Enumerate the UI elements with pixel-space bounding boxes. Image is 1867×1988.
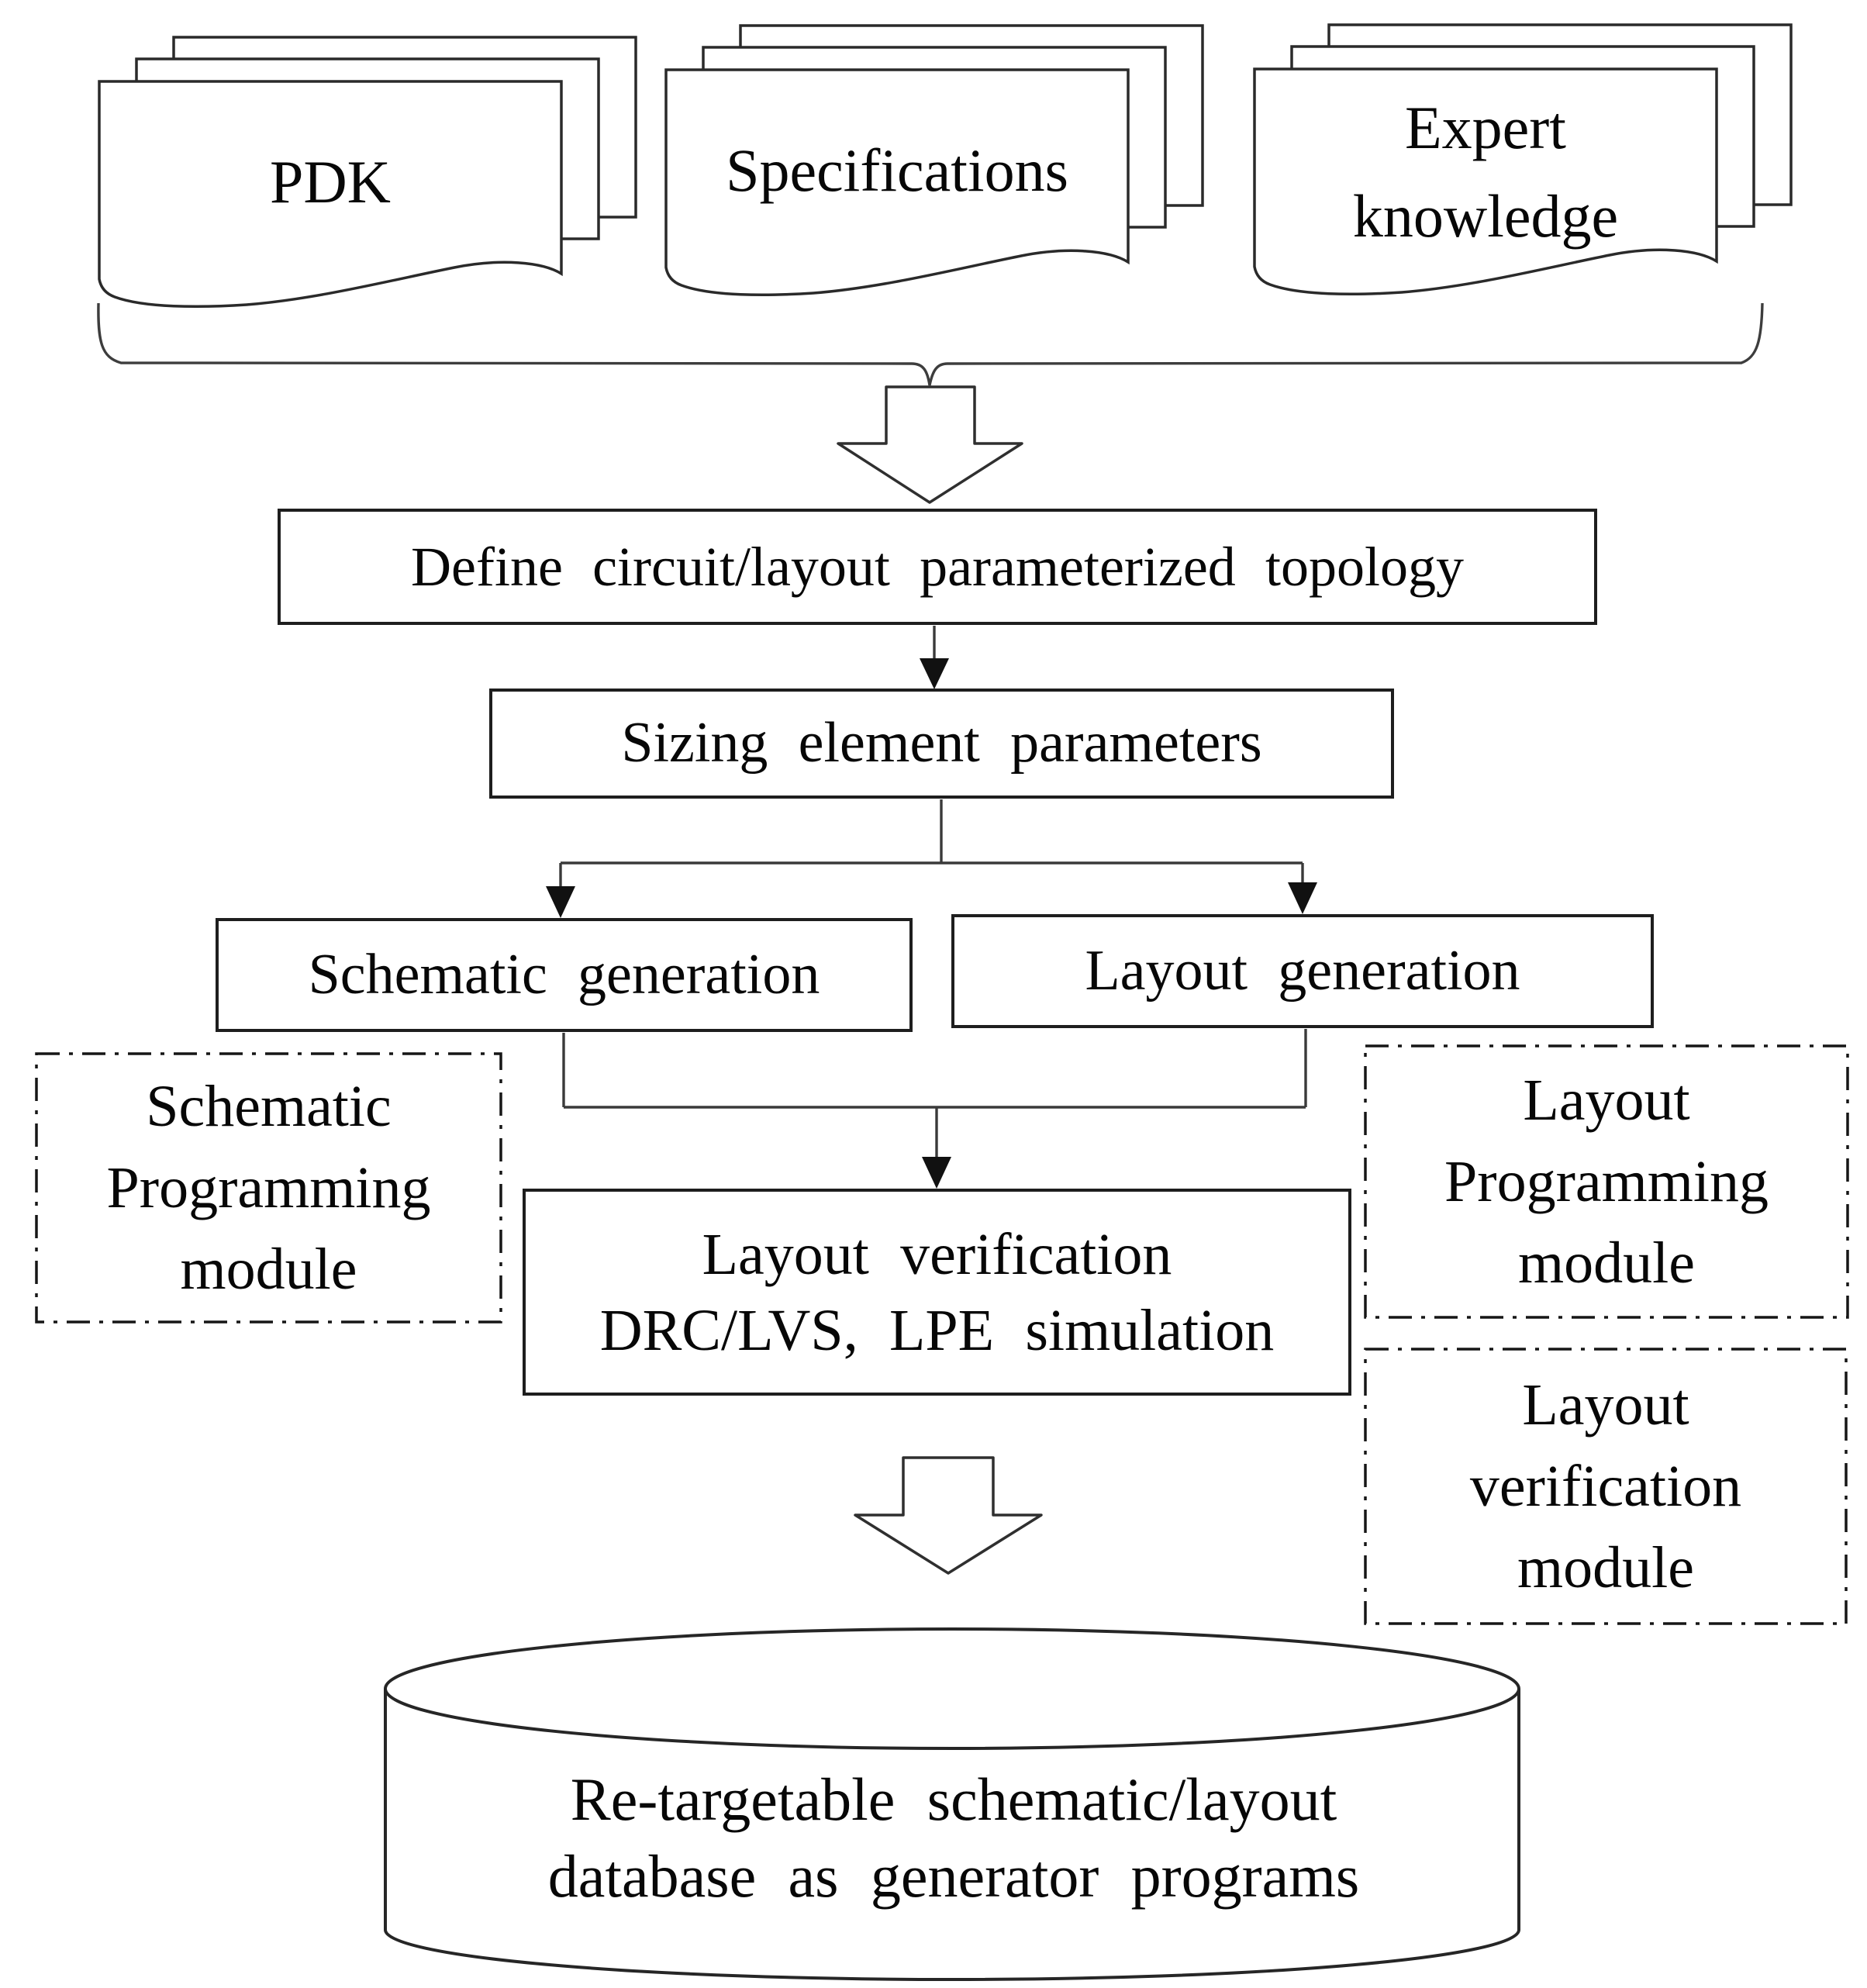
module-box-layout-verification bbox=[1364, 1348, 1848, 1625]
layout-verification-module-label: Layout verification module bbox=[1469, 1372, 1742, 1600]
schematic-programming-module-label: Schematic Programming module bbox=[106, 1073, 431, 1302]
layout-verification-box: Layout verification DRC/LVS, LPE simulat… bbox=[523, 1189, 1351, 1396]
document-sheet-front bbox=[1253, 67, 1718, 296]
input-doc-expert-knowledge-label: Expert knowledge bbox=[1352, 93, 1619, 250]
schematic-generation-box: Schematic generation bbox=[216, 918, 913, 1032]
arrowhead-layout-generation-icon bbox=[1288, 882, 1317, 914]
arrowhead-verification-icon bbox=[922, 1157, 951, 1189]
gather-brace bbox=[97, 302, 1764, 386]
layout-programming-module-label: Layout Programming module bbox=[1444, 1067, 1769, 1296]
big-down-arrow-top-icon bbox=[837, 385, 1023, 504]
pdk-document-stack bbox=[98, 36, 637, 309]
specifications-document-stack bbox=[664, 24, 1204, 297]
database-label: Re-targetable schematic/layout database … bbox=[547, 1765, 1360, 1910]
input-doc-specifications-label: Specifications bbox=[726, 136, 1068, 204]
big-down-arrow-bottom-icon bbox=[854, 1456, 1043, 1575]
sizing-parameters-box: Sizing element parameters bbox=[489, 689, 1394, 799]
database-cylinder-body bbox=[384, 1689, 1520, 1981]
arrowhead-schematic-generation-icon bbox=[546, 886, 575, 918]
document-sheet-front bbox=[98, 80, 563, 309]
module-box-layout-programming bbox=[1364, 1044, 1849, 1319]
define-topology-box: Define circuit/layout parameterized topo… bbox=[278, 509, 1597, 625]
arrowhead-sizing-icon bbox=[920, 658, 949, 689]
connector-merge-to-verification bbox=[562, 1029, 1307, 1158]
database-cylinder-top bbox=[384, 1627, 1520, 1750]
input-doc-pdk-label: PDK bbox=[269, 148, 392, 216]
layout-generation-box: Layout generation bbox=[951, 914, 1654, 1028]
expert-knowledge-document-stack bbox=[1253, 23, 1793, 296]
connector-sizing-split bbox=[559, 799, 1304, 887]
module-box-schematic-programming bbox=[35, 1052, 502, 1324]
document-sheet-front bbox=[664, 68, 1130, 297]
